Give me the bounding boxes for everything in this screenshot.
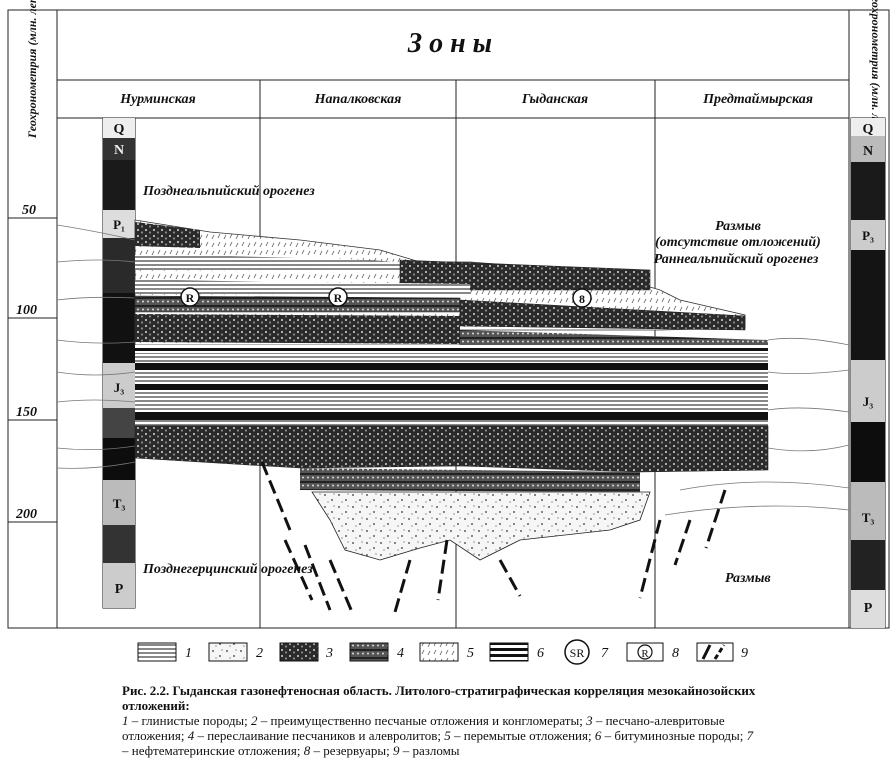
zone-gydanskaya: Гыданская (521, 92, 588, 107)
legend-swatch-9 (696, 642, 734, 662)
zone-predtaimyrskaya: Предтаймырская (702, 92, 813, 107)
legend-num-9: 9 (741, 646, 748, 661)
faults (260, 461, 727, 613)
annotation-erosion-top-1: Размыв (715, 219, 761, 234)
annotation-erosion-top-2: (отсутствие отложений) (655, 235, 821, 250)
annotation-late-hercynian: Позднегерцинский орогенез (142, 562, 313, 577)
tick-50: 50 (22, 203, 36, 218)
legend: 1 2 3 4 5 6 SR 7 R 8 9 (137, 639, 748, 665)
legend-num-7: 7 (601, 646, 609, 661)
left-col-q: Q (114, 122, 125, 137)
left-col-t3: T₃ (113, 496, 126, 511)
annotation-erosion-bottom: Размыв (725, 571, 771, 586)
svg-text:8: 8 (579, 292, 585, 306)
legend-swatch-4 (349, 642, 389, 662)
zone-headers: Нурминская Напалковская Гыданская Предта… (119, 92, 813, 107)
legend-num-8: 8 (672, 646, 679, 661)
right-strat-column: Q N P₃ J₃ T₃ P (850, 117, 886, 629)
background-strata-lines (56, 224, 850, 516)
legend-swatch-1 (137, 642, 177, 662)
legend-swatch-6 (489, 642, 529, 662)
right-col-j3: J₃ (863, 394, 874, 409)
left-col-j3: J₃ (114, 380, 125, 395)
legend-symbol-7: SR (570, 646, 585, 660)
zones-title: З о н ы (407, 28, 492, 59)
legend-num-3: 3 (325, 646, 333, 661)
figure-caption: Рис. 2.2. Гыданская газонефтеносная обла… (122, 683, 756, 758)
tick-100: 100 (16, 303, 37, 318)
right-col-t3: T₃ (862, 510, 875, 525)
tick-200: 200 (15, 507, 37, 522)
reservoir-markers: R R 8 (180, 287, 592, 308)
right-col-n: N (863, 144, 873, 159)
right-col-p: P (864, 601, 873, 616)
legend-num-5: 5 (467, 646, 474, 661)
left-col-n: N (114, 143, 124, 158)
legend-num-6: 6 (537, 646, 544, 661)
legend-swatch-7 (564, 639, 590, 665)
reservoir-mark-3 (572, 288, 592, 308)
svg-text:R: R (334, 291, 343, 305)
annotations: Позднеальпийский орогенез Размыв (отсутс… (142, 184, 821, 586)
zone-napalkovskaya: Напалковская (314, 92, 402, 107)
strata-body (134, 219, 769, 561)
left-col-p: P (115, 582, 124, 597)
tick-150: 150 (16, 405, 37, 420)
caption-title: Рис. 2.2. Гыданская газонефтеносная обла… (122, 683, 756, 713)
annotation-early-alpine: Раннеальпийский орогенез (654, 252, 819, 267)
legend-num-2: 2 (256, 646, 263, 661)
legend-swatch-5 (419, 642, 459, 662)
left-col-p1: P₁ (113, 217, 125, 232)
zone-nurminskaya: Нурминская (119, 92, 196, 107)
reservoir-mark-1 (180, 287, 200, 307)
reservoir-mark-2 (328, 287, 348, 307)
left-strat-column: Q N P₁ J₃ T₃ P (102, 117, 136, 609)
legend-swatch-3 (279, 642, 319, 662)
legend-symbol-8: R (641, 648, 649, 660)
legend-swatch-2 (208, 642, 248, 662)
legend-num-1: 1 (185, 646, 192, 661)
right-col-q: Q (863, 122, 874, 137)
geochron-label-right: Геохронометрия (млн. лет) (869, 0, 883, 138)
svg-text:R: R (186, 291, 195, 305)
correlation-diagram: З о н ы Нурминская Напалковская Гыданска… (7, 0, 890, 665)
annotation-late-alpine: Позднеальпийский орогенез (142, 184, 315, 199)
time-scale: 50 100 150 200 (8, 203, 57, 523)
geochron-label-left: Геохронометрия (млн. лет) (25, 0, 39, 139)
legend-num-4: 4 (397, 646, 404, 661)
right-col-p3: P₃ (862, 228, 874, 243)
